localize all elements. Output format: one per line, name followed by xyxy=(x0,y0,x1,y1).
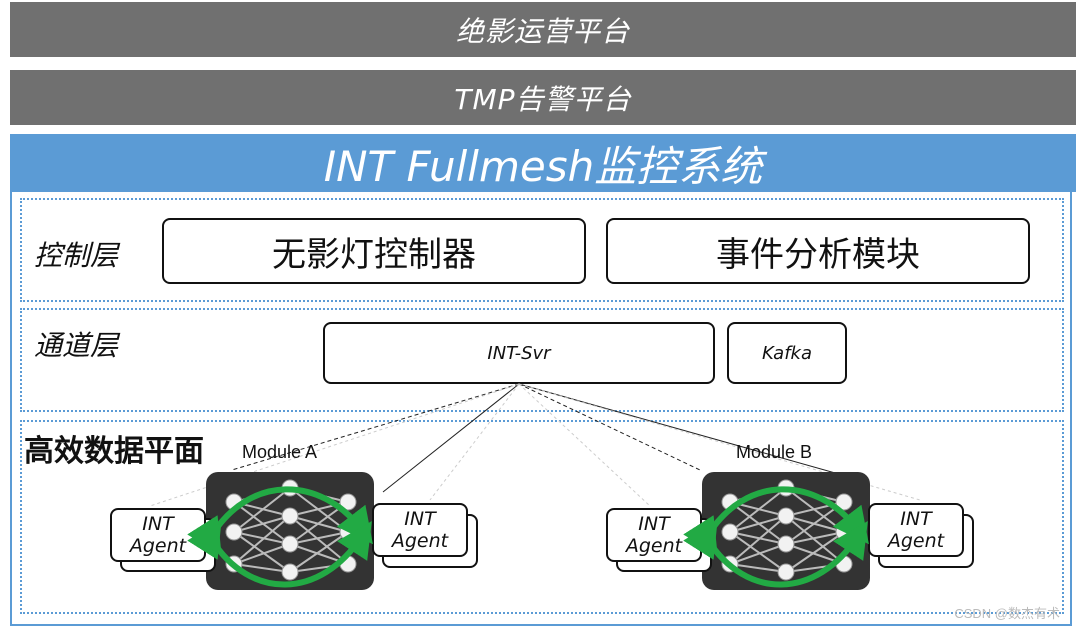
line-svr-module-a-left xyxy=(231,383,520,471)
system-title: INT Fullmesh监控系统 xyxy=(323,141,763,191)
control-layer xyxy=(20,198,1064,302)
watermark: CSDN @数杰有术 xyxy=(954,606,1060,621)
agent-line1: INT xyxy=(638,513,670,535)
int-svr-box: INT-Svr xyxy=(323,322,715,384)
agent-line2: Agent xyxy=(129,535,187,557)
agent-line1: INT xyxy=(142,513,174,535)
alert-platform-bar: TMP告警平台 xyxy=(10,70,1076,125)
channel-layer-label: 通道层 xyxy=(34,329,119,362)
data-plane-layer xyxy=(20,420,1064,614)
module-b-label: Module B xyxy=(736,442,813,462)
ops-platform-label: 绝影运营平台 xyxy=(455,14,630,48)
alert-platform-label: TMP告警平台 xyxy=(454,82,632,116)
ops-platform-bar: 绝影运营平台 xyxy=(10,2,1076,57)
event-analysis-box: 事件分析模块 xyxy=(606,218,1030,284)
agent-line2: Agent xyxy=(391,530,449,552)
module-a-label: Module A xyxy=(242,442,318,462)
kafka-label: Kafka xyxy=(762,342,812,364)
data-plane-label: 高效数据平面 xyxy=(24,434,204,469)
agent-line1: INT xyxy=(900,508,932,530)
controller-label: 无影灯控制器 xyxy=(272,234,476,275)
module-a-arrows xyxy=(187,486,373,588)
agent-line2: Agent xyxy=(625,535,683,557)
line-faint-1 xyxy=(149,383,520,507)
controller-box: 无影灯控制器 xyxy=(162,218,586,284)
module-a-right-agent: INT Agent xyxy=(372,503,468,557)
line-svr-module-b-right xyxy=(518,383,861,481)
int-svr-label: INT-Svr xyxy=(487,342,551,364)
kafka-box: Kafka xyxy=(727,322,847,384)
agent-line2: Agent xyxy=(887,530,945,552)
event-analysis-label: 事件分析模块 xyxy=(716,234,920,275)
module-b-right-agent: INT Agent xyxy=(868,503,964,557)
system-title-bar: INT Fullmesh监控系统 xyxy=(10,134,1076,192)
module-b-arrows xyxy=(683,486,869,588)
control-layer-label: 控制层 xyxy=(34,239,119,272)
agent-line1: INT xyxy=(404,508,436,530)
line-svr-module-a-right xyxy=(382,383,520,493)
line-svr-module-b-left xyxy=(518,383,701,471)
channel-layer xyxy=(20,308,1064,412)
line-faint-3 xyxy=(429,383,520,501)
